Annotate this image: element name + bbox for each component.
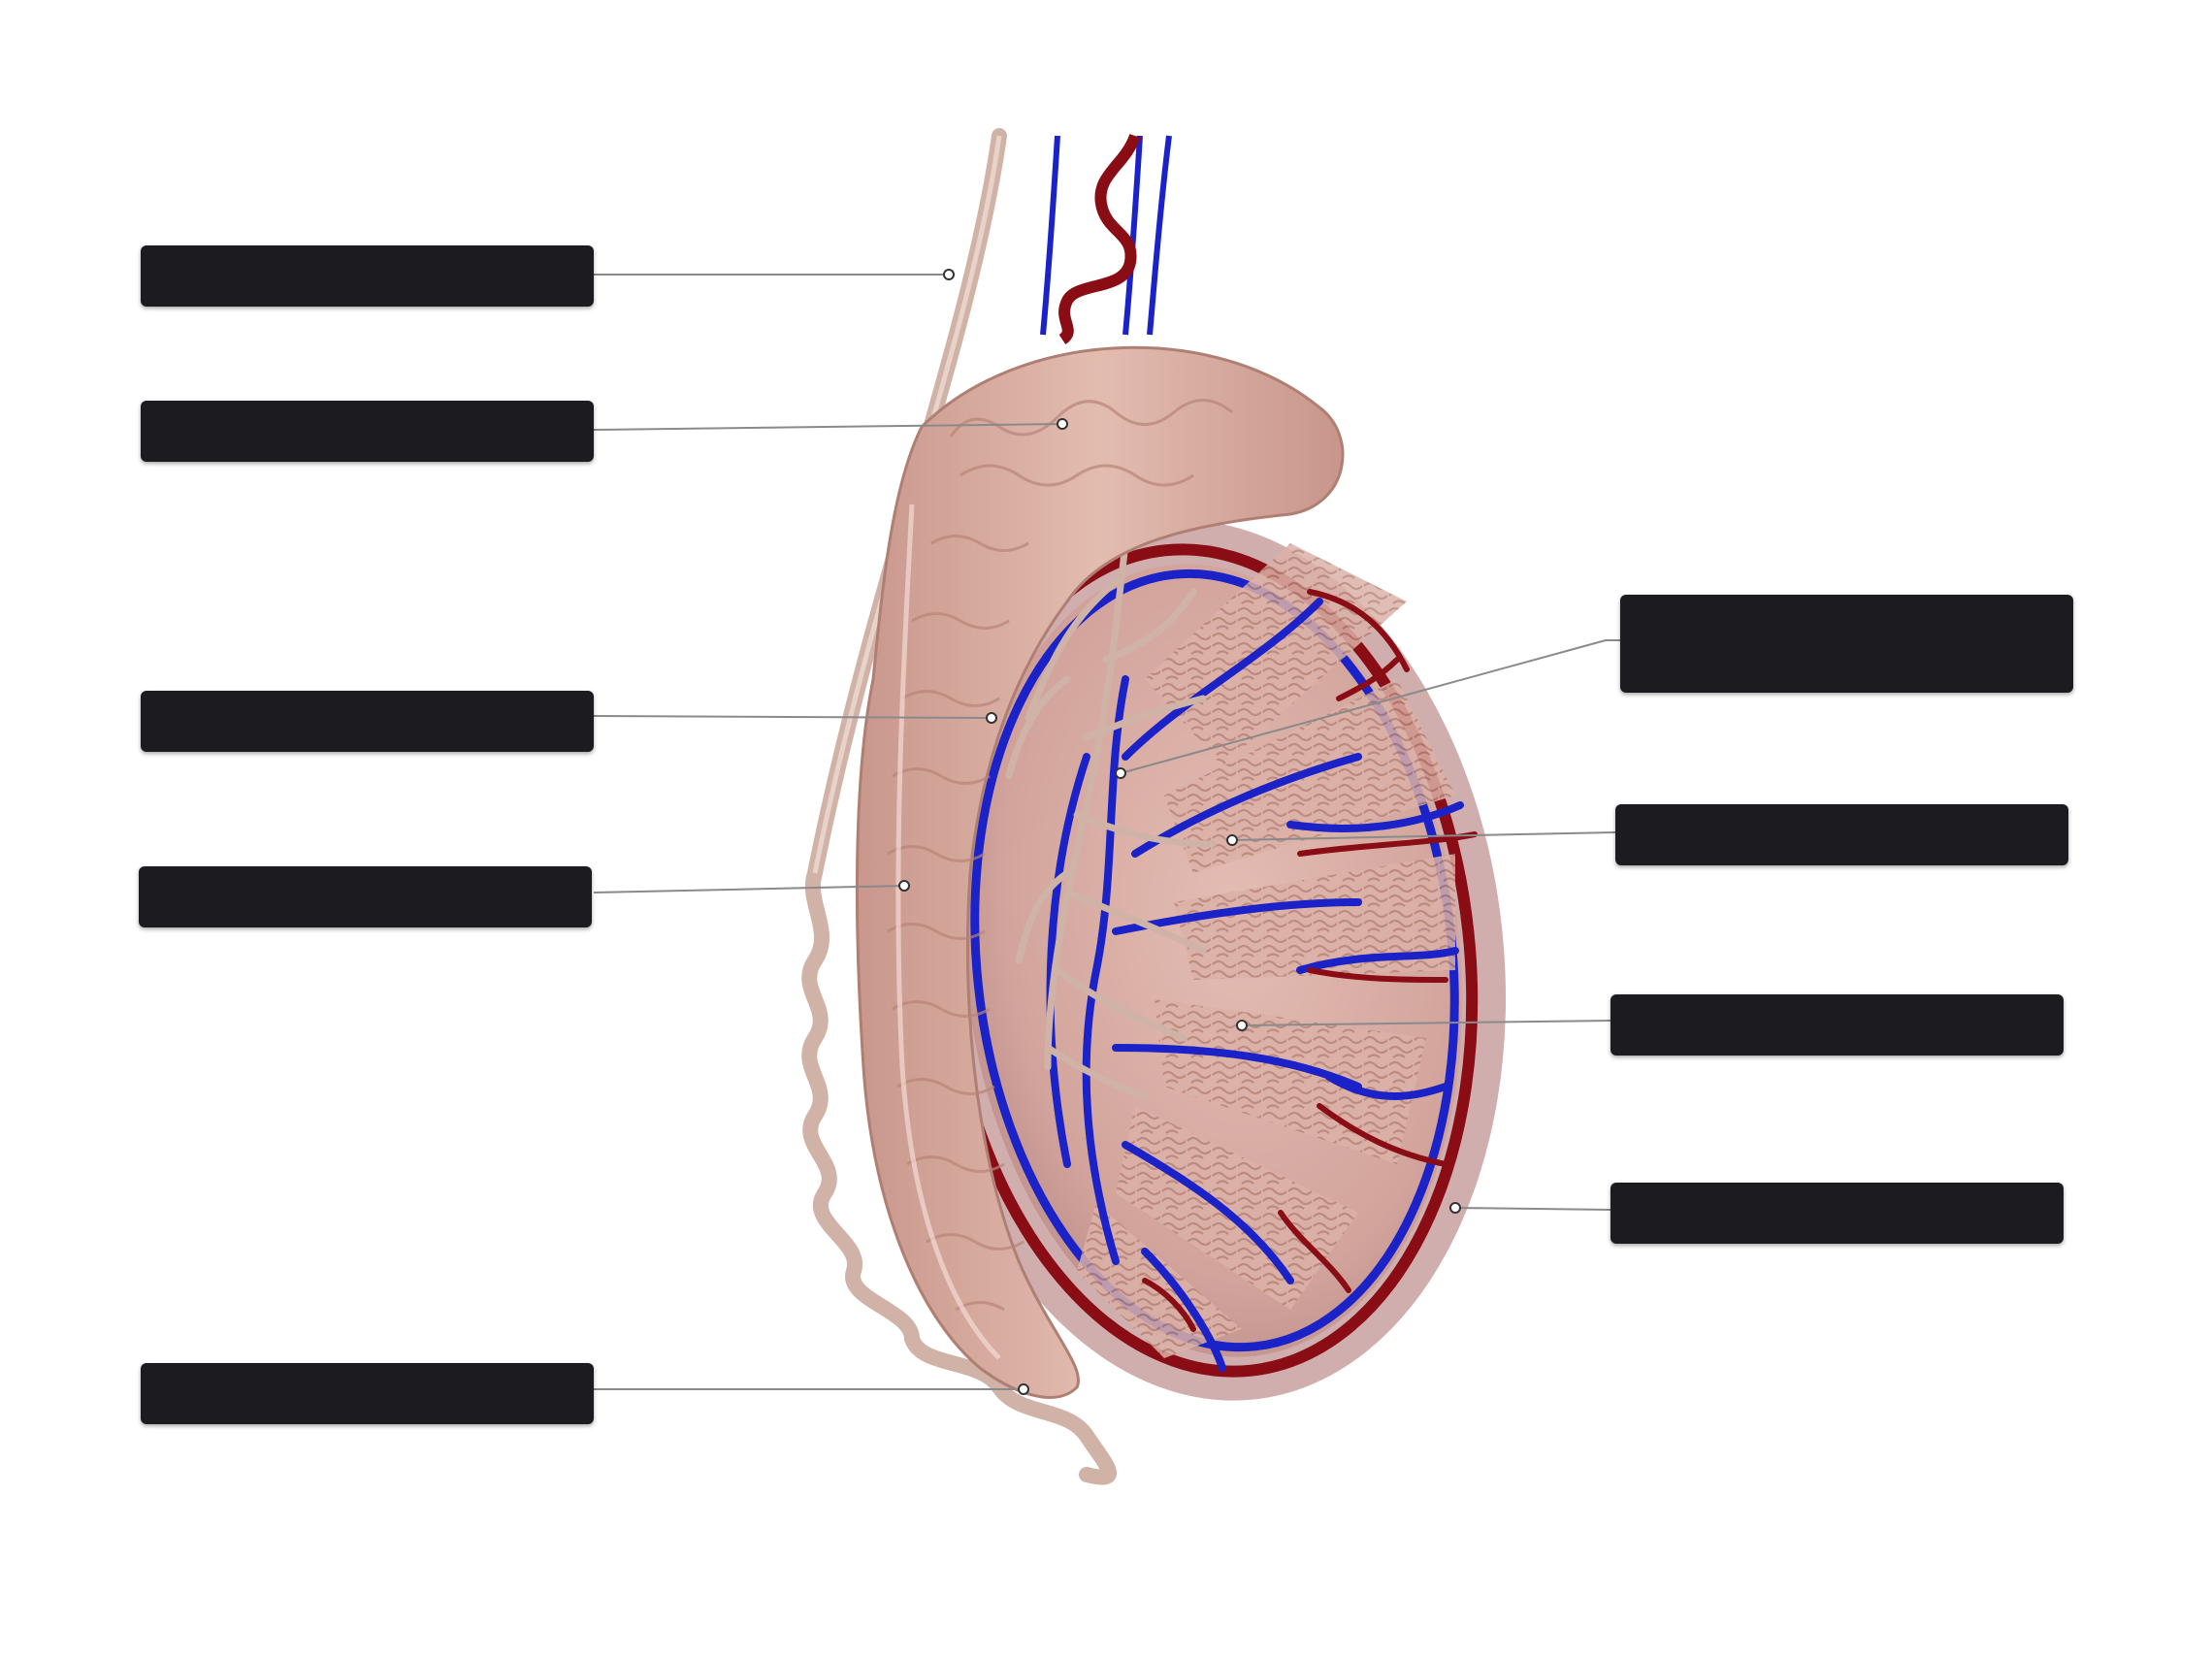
label-box-1[interactable] bbox=[141, 245, 594, 307]
leader-dot-4 bbox=[898, 880, 910, 892]
leader-dot-9 bbox=[1449, 1202, 1461, 1214]
label-box-2[interactable] bbox=[141, 401, 594, 462]
label-box-9[interactable] bbox=[1610, 1183, 2064, 1244]
epididymis-texture bbox=[887, 399, 1233, 1312]
leader-dot-8 bbox=[1236, 1020, 1248, 1031]
label-box-4[interactable] bbox=[139, 866, 592, 927]
leader-line-7 bbox=[1231, 831, 1616, 841]
leader-line-4 bbox=[593, 885, 905, 893]
label-box-3[interactable] bbox=[141, 691, 594, 752]
label-box-8[interactable] bbox=[1610, 994, 2064, 1056]
label-box-6[interactable] bbox=[1620, 595, 2073, 693]
label-box-5[interactable] bbox=[141, 1363, 594, 1424]
spermatic-vein-1 bbox=[1040, 135, 1060, 336]
rete-testis bbox=[1005, 539, 1217, 1100]
leader-line-3 bbox=[593, 715, 992, 719]
leader-dots bbox=[898, 269, 1461, 1395]
leader-dot-2 bbox=[1057, 418, 1068, 430]
internal-arteries bbox=[1142, 589, 1478, 1332]
leader-lines bbox=[593, 274, 1620, 1390]
leader-dot-1 bbox=[943, 269, 955, 280]
leader-dot-7 bbox=[1226, 834, 1238, 846]
leader-line-9 bbox=[1454, 1207, 1611, 1211]
label-box-7[interactable] bbox=[1615, 804, 2068, 865]
testicular-artery bbox=[1057, 133, 1141, 344]
spermatic-vein-3 bbox=[1147, 135, 1172, 336]
leader-line-6 bbox=[1120, 639, 1620, 774]
leader-line-2 bbox=[593, 423, 1063, 431]
leader-dot-6 bbox=[1115, 767, 1126, 779]
leader-dot-5 bbox=[1018, 1383, 1029, 1395]
leader-line-8 bbox=[1241, 1020, 1611, 1026]
leader-dot-3 bbox=[986, 712, 997, 724]
